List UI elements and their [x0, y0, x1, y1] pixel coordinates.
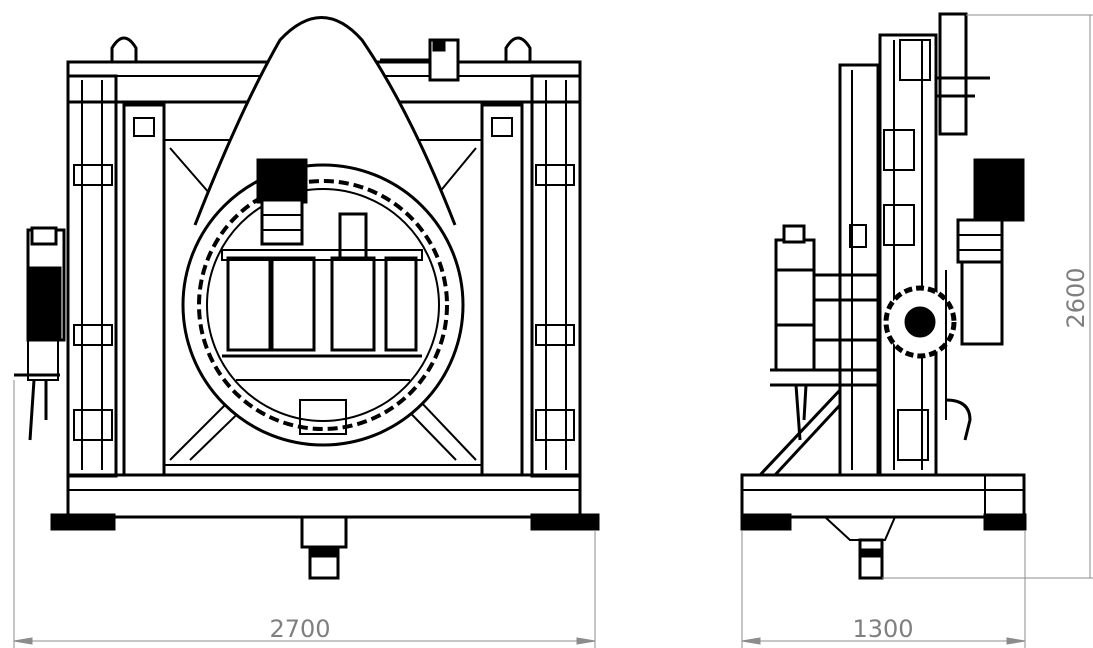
front-base-beam — [66, 473, 582, 519]
front-cylinder-2 — [270, 256, 316, 352]
side-base-beam — [740, 473, 1026, 519]
side-right-cylinder — [960, 260, 1004, 346]
side-width-label: 1300 — [852, 615, 913, 643]
height-label: 2600 — [1062, 267, 1090, 328]
front-right-inner-column — [480, 103, 524, 477]
front-right-outer-column — [530, 74, 582, 478]
right-lifting-eye — [504, 36, 532, 62]
front-left-inner-column — [122, 103, 166, 477]
side-left-foot — [740, 513, 792, 531]
front-right-foot — [530, 513, 600, 531]
front-cylinder-1 — [226, 256, 272, 352]
front-left-foot — [50, 513, 116, 531]
left-lifting-eye — [110, 36, 138, 62]
front-motor — [256, 158, 308, 204]
side-top-pipe — [938, 12, 968, 136]
front-ring-inner — [197, 179, 449, 431]
side-right-foot — [983, 513, 1027, 531]
front-cylinder-3 — [330, 256, 376, 352]
side-view — [740, 12, 1027, 580]
front-width-label: 2700 — [269, 615, 330, 643]
front-left-outer-column — [66, 74, 118, 478]
side-main-column — [838, 63, 880, 477]
front-ring-outer — [181, 163, 465, 447]
side-tower — [878, 33, 938, 477]
side-pump-cylinder — [774, 238, 816, 372]
front-view — [14, 16, 600, 580]
side-motor — [973, 158, 1025, 222]
side-bottom-nozzle — [858, 538, 884, 580]
dimension-lines — [13, 14, 1093, 648]
front-bottom-nozzle — [300, 515, 348, 549]
front-cylinder-4 — [384, 256, 418, 352]
